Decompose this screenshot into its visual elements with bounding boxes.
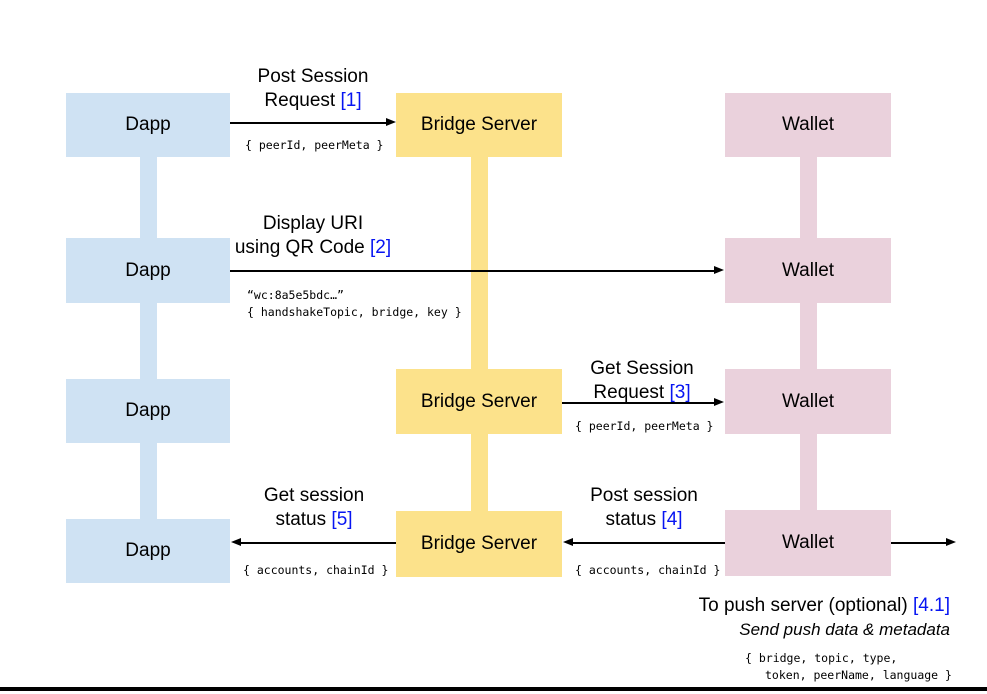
message-label-post-session-status: Post session status [4]	[524, 484, 764, 532]
wallet-box-label: Wallet	[781, 259, 835, 281]
wallet-lifeline-segment	[800, 303, 817, 369]
bridge-server-box: Bridge Server	[396, 369, 562, 434]
dapp-box: Dapp	[66, 238, 230, 303]
message-line: using QR Code [2]	[234, 237, 392, 258]
payload-get-session-status: { accounts, chainId }	[243, 563, 389, 577]
push-server-subtitle: Send push data & metadata	[739, 620, 950, 639]
message-line: Get session	[263, 485, 365, 506]
message-line: status [4]	[605, 509, 683, 530]
message-line: status [5]	[275, 509, 353, 530]
bridge-lifeline-segment	[471, 434, 488, 511]
wallet-box: Wallet	[725, 369, 891, 434]
dapp-box-label: Dapp	[125, 540, 171, 561]
wallet-box-label: Wallet	[781, 390, 835, 412]
dapp-box: Dapp	[66, 519, 230, 583]
wallet-box: Wallet	[725, 510, 891, 576]
bridge-server-box-label: Bridge Server	[420, 114, 538, 135]
message-label-get-session-request: Get Session Request [3]	[522, 357, 762, 405]
reference-number: [5]	[331, 509, 353, 530]
arrow-display-uri	[230, 266, 724, 274]
reference-number: [4.1]	[913, 595, 950, 616]
bridge-server-box: Bridge Server	[396, 511, 562, 577]
bridge-lifeline-segment	[471, 157, 488, 369]
arrowhead-left-icon	[563, 538, 573, 546]
wallet-lifeline-segment	[800, 434, 817, 510]
arrowhead-right-icon	[946, 538, 956, 546]
arrow-to-push-server	[891, 538, 956, 546]
payload-push-server: { bridge, topic, type, token, peerName, …	[745, 650, 952, 684]
arrowhead-right-icon	[714, 398, 724, 406]
dapp-box: Dapp	[66, 93, 230, 157]
message-line: Get Session	[590, 358, 694, 379]
bridge-server-box: Bridge Server	[396, 93, 562, 157]
reference-number: [2]	[370, 237, 392, 258]
arrow-post-session-request	[230, 118, 396, 126]
arrowhead-left-icon	[231, 538, 241, 546]
payload-post-session-status: { accounts, chainId }	[575, 563, 721, 577]
message-label-display-uri: Display URI using QR Code [2]	[193, 212, 433, 260]
message-line: Request [3]	[593, 382, 691, 403]
wallet-box-label: Wallet	[781, 114, 835, 135]
message-line: Display URI	[262, 213, 364, 234]
wallet-lifeline-segment	[800, 157, 817, 238]
reference-number: [3]	[669, 382, 691, 403]
dapp-lifeline-segment	[140, 157, 157, 238]
wallet-box: Wallet	[725, 93, 891, 157]
dapp-box-label: Dapp	[125, 114, 171, 135]
footer-divider-bar	[0, 687, 987, 691]
bridge-server-box-label: Bridge Server	[420, 533, 538, 554]
dapp-box-label: Dapp	[125, 400, 171, 421]
arrowhead-right-icon	[386, 118, 396, 126]
arrow-get-session-request	[562, 398, 724, 406]
message-label-get-session-status: Get session status [5]	[194, 484, 434, 532]
wallet-box: Wallet	[725, 238, 891, 303]
payload-get-session-request: { peerId, peerMeta }	[575, 419, 714, 433]
payload-line: “wc:8a5e5bdc…”	[247, 288, 344, 302]
wallet-box-label: Wallet	[781, 532, 835, 553]
push-server-title: To push server (optional) [4.1]	[698, 595, 950, 616]
payload-line: { handshakeTopic, bridge, key }	[247, 305, 462, 319]
dapp-box-label: Dapp	[125, 259, 171, 281]
dapp-box: Dapp	[66, 379, 230, 443]
message-line: Request [1]	[264, 90, 362, 111]
payload-post-session-request: { peerId, peerMeta }	[245, 138, 384, 152]
message-line: Post Session	[257, 66, 369, 87]
payload-line: { bridge, topic, type,	[745, 651, 898, 665]
dapp-lifeline-segment	[140, 443, 157, 519]
payload-display-uri: “wc:8a5e5bdc…” { handshakeTopic, bridge,…	[247, 287, 462, 321]
bridge-server-box-label: Bridge Server	[420, 390, 538, 412]
dapp-lifeline-segment	[140, 303, 157, 379]
arrow-post-session-status	[563, 538, 725, 546]
message-line: Post session	[590, 485, 698, 506]
arrowhead-right-icon	[714, 266, 724, 274]
reference-number: [1]	[340, 90, 362, 111]
reference-number: [4]	[661, 509, 683, 530]
arrow-get-session-status	[231, 538, 396, 546]
message-label-post-session-request: Post Session Request [1]	[193, 65, 433, 113]
payload-line: token, peerName, language }	[765, 668, 952, 682]
